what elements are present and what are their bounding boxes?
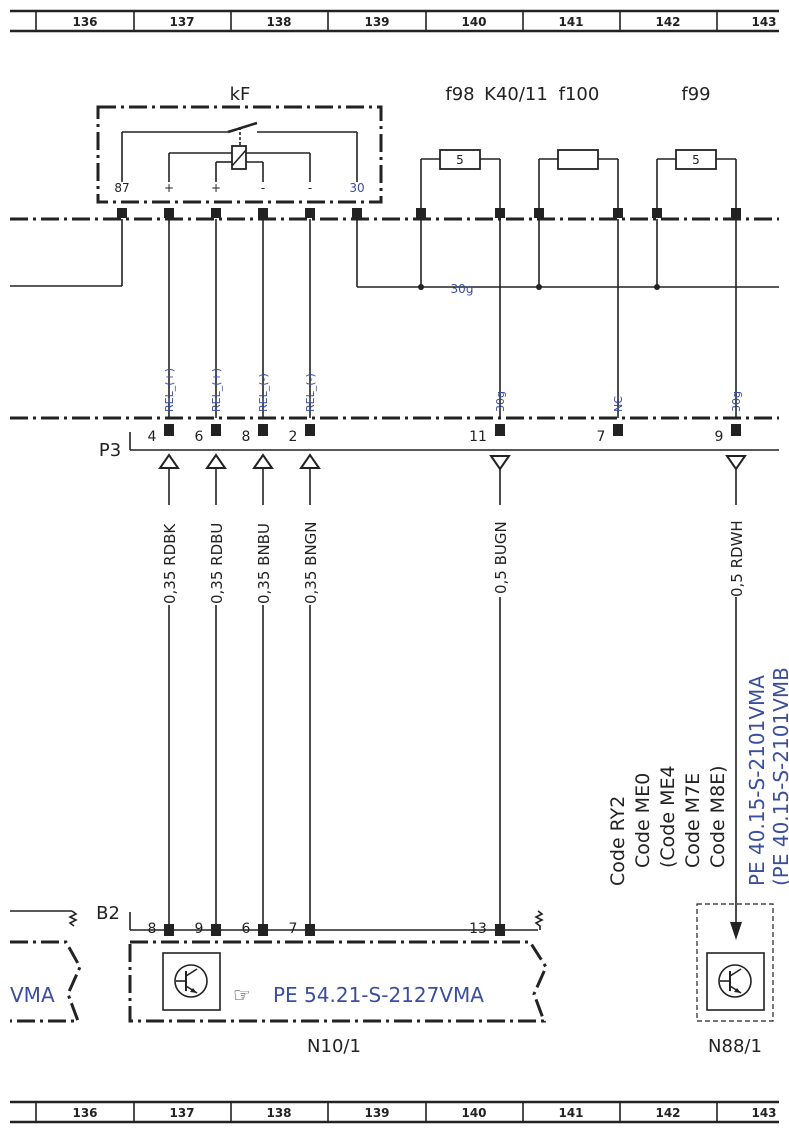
signal-30g-2: 30g — [730, 391, 743, 412]
B2-pin-9: 9 — [195, 921, 204, 937]
P3-pin-4: 4 — [148, 429, 157, 445]
ref-pe-40-15-vma[interactable]: PE 40.15-S-2101VMA — [745, 675, 769, 886]
fuse-f99 — [675, 149, 717, 170]
adjacent-unit-outline — [10, 940, 82, 1023]
fuse-f98 — [439, 149, 481, 170]
control-unit-N10-1-label: N10/1 — [307, 1036, 361, 1057]
relay-pin-minus-1: - — [261, 181, 265, 195]
signal-rel-plus-2: REL_(+) — [210, 368, 223, 412]
pointing-hand-icon: ☞ — [233, 983, 251, 1007]
signal-rel-plus-1: REL_(+) — [163, 368, 176, 412]
P3-pin-9: 9 — [715, 429, 724, 445]
relay-pin-plus-1: + — [164, 181, 174, 195]
adjacent-unit-ref: VMA — [10, 983, 55, 1007]
component-N88-1-label: N88/1 — [708, 1036, 762, 1057]
bus-30g-label: 30g — [451, 282, 474, 296]
wire-label-bugn: 0,5 BUGN — [492, 521, 510, 594]
P3-pin-2: 2 — [289, 429, 298, 445]
signal-labels: REL_(+) REL_(+) REL_(-) REL_(-) 30g NC 3… — [163, 368, 743, 412]
wire-label-rdwh: 0,5 RDWH — [728, 520, 746, 597]
transistor-icon — [162, 952, 221, 1011]
grid-col-141: 141 — [558, 15, 583, 29]
wire-label-bnbu: 0,35 BNBU — [255, 523, 273, 604]
grid-col-137: 137 — [169, 15, 194, 29]
signal-rel-minus-1: REL_(-) — [257, 373, 270, 412]
P3-pin-7: 7 — [597, 429, 606, 445]
grid-col-142: 142 — [655, 15, 680, 29]
P3-pin-6: 6 — [195, 429, 204, 445]
signal-nc: NC — [612, 396, 625, 412]
B2-pin-13: 13 — [469, 921, 487, 937]
relay-pin-30: 30 — [349, 181, 364, 195]
upper-connector-pins — [117, 208, 741, 218]
wire-label-rdbk: 0,35 RDBK — [161, 523, 179, 604]
signal-30g-1: 30g — [494, 391, 507, 412]
B2-pin-8: 8 — [148, 921, 157, 937]
grid-col-139: 139 — [364, 15, 389, 29]
P3-pin-11: 11 — [469, 429, 487, 445]
code-m8e: Code M8E) — [707, 765, 729, 868]
code-m7e: Code M7E — [682, 773, 704, 868]
connector-P3-label: P3 — [99, 440, 121, 461]
code-me4: (Code ME4 — [657, 765, 679, 868]
grid-col-137-bottom: 137 — [169, 1106, 194, 1120]
component-N88-1: N88/1 — [696, 903, 774, 1057]
relay-pin-minus-2: - — [308, 181, 312, 195]
grid-col-138-bottom: 138 — [266, 1106, 291, 1120]
grid-col-142-bottom: 142 — [655, 1106, 680, 1120]
fuse-f100 — [557, 149, 599, 170]
relay-pin-87: 87 — [114, 181, 129, 195]
bottom-grid-ruler: 136 137 138 139 140 141 142 143 — [10, 1100, 779, 1124]
wire-labels: 0,35 RDBK 0,35 RDBU 0,35 BNBU 0,35 BNGN … — [160, 505, 746, 605]
wire-label-rdbu: 0,35 RDBU — [208, 523, 226, 604]
bus-30g: 30g — [10, 219, 779, 296]
fuse-block: f98 K40/11 f100 f99 5 5 — [420, 84, 737, 210]
grid-col-143: 143 — [751, 15, 776, 29]
fuse-box-K40-11-label: K40/11 — [484, 84, 548, 105]
grid-col-136-bottom: 136 — [72, 1106, 97, 1120]
grid-col-136: 136 — [72, 15, 97, 29]
code-notes: Code RY2 Code ME0 (Code ME4 Code M7E Cod… — [607, 667, 789, 886]
grid-col-141-bottom: 141 — [558, 1106, 583, 1120]
grid-col-139-bottom: 139 — [364, 1106, 389, 1120]
connector-B2: B2 8 9 6 7 13 — [10, 903, 544, 937]
fuse-f98-value: 5 — [456, 153, 464, 167]
code-ry2: Code RY2 — [607, 796, 629, 886]
transistor-icon — [706, 952, 765, 1011]
signal-rel-minus-2: REL_(-) — [304, 373, 317, 412]
wire-label-bngn: 0,35 BNGN — [302, 521, 320, 604]
relay-kF-label: kF — [230, 84, 251, 105]
grid-col-140: 140 — [461, 15, 486, 29]
connector-B2-label: B2 — [96, 903, 120, 924]
fuse-f100-label: f100 — [559, 84, 600, 105]
B2-pin-7: 7 — [289, 921, 298, 937]
direction-markers — [158, 453, 747, 471]
fuse-f99-value: 5 — [692, 153, 700, 167]
grid-col-140-bottom: 140 — [461, 1106, 486, 1120]
relay-pin-plus-2: + — [211, 181, 221, 195]
code-me0: Code ME0 — [632, 773, 654, 868]
control-unit-N10-1: VMA ☞ PE 54.21-S-2127VMA N10/1 — [10, 940, 548, 1057]
fuse-f99-label: f99 — [681, 84, 710, 105]
ref-pe-54-21[interactable]: PE 54.21-S-2127VMA — [273, 983, 484, 1007]
P3-pin-8: 8 — [242, 429, 251, 445]
ref-pe-40-15-vmb[interactable]: (PE 40.15-S-2101VMB — [769, 667, 789, 886]
grid-col-143-bottom: 143 — [751, 1106, 776, 1120]
B2-pin-6: 6 — [242, 921, 251, 937]
connector-P3: P3 4 6 8 2 11 7 9 — [99, 424, 779, 461]
top-grid-ruler: 136 137 138 139 140 141 142 143 — [10, 9, 779, 33]
fuse-f98-label: f98 — [445, 84, 474, 105]
grid-col-138: 138 — [266, 15, 291, 29]
signal-wires — [168, 219, 737, 418]
relay-kF: kF 87 + + - - 30 — [96, 84, 383, 204]
